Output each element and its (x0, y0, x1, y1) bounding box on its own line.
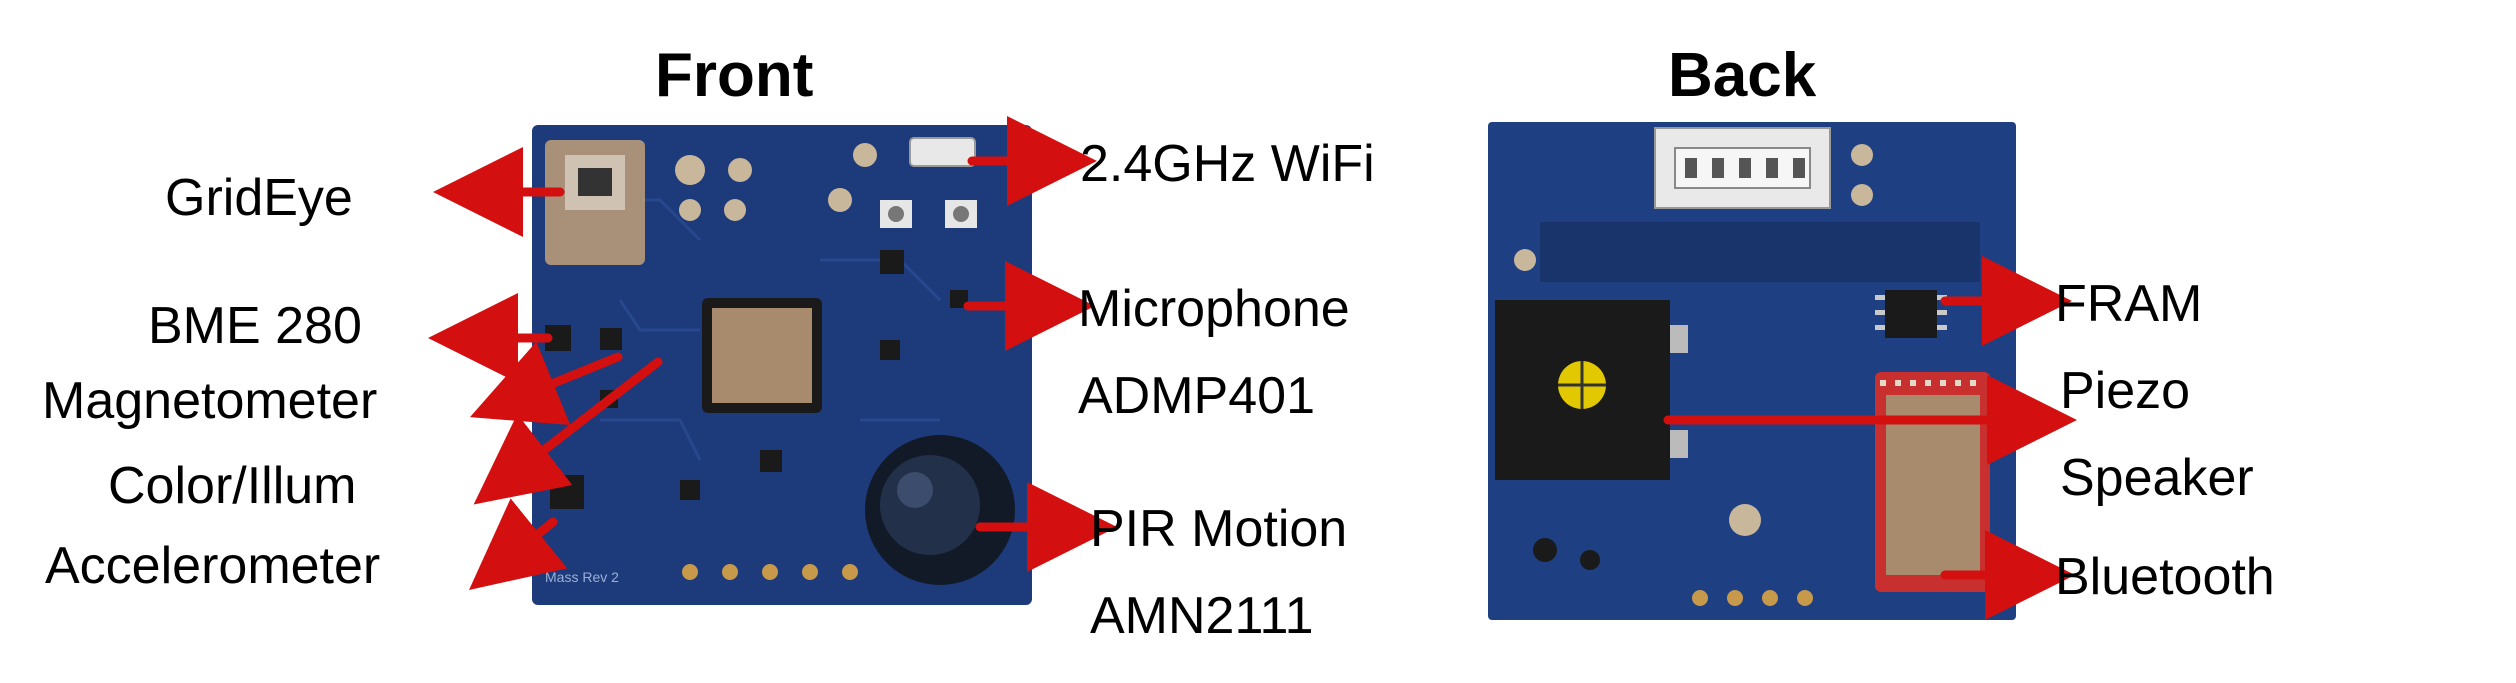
label-microphone: Microphone (1078, 280, 1350, 338)
label-magnetometer: Magnetometer (42, 372, 378, 430)
top-connector (1654, 127, 1831, 209)
label-grideye: GridEye (165, 169, 353, 227)
board-silkscreen: Mass Rev 2 (545, 569, 619, 585)
fram-chip (1875, 290, 1947, 338)
arrow-magnetometer (469, 341, 623, 425)
wifi-antenna-connector (909, 137, 976, 167)
label-color-illum: Color/Illum (108, 457, 357, 515)
label-wifi: 2.4GHz WiFi (1080, 135, 1375, 193)
back-title: Back (1668, 41, 1817, 110)
label-piezo: Piezo (2060, 362, 2191, 420)
piezo-speaker (1495, 300, 1688, 480)
bluetooth-module (1875, 372, 1990, 592)
front-title: Front (655, 41, 814, 110)
label-fram: FRAM (2055, 275, 2203, 333)
label-pir: PIR Motion (1090, 500, 1348, 558)
back-board (1488, 122, 2016, 620)
label-speaker: Speaker (2060, 449, 2254, 507)
arrow-accelerometer (469, 498, 568, 590)
arrow-color-illum (473, 357, 663, 505)
label-accelerometer: Accelerometer (45, 537, 381, 595)
label-bluetooth: Bluetooth (2055, 548, 2275, 606)
grideye-sensor (545, 140, 645, 265)
label-bme280: BME 280 (148, 297, 362, 355)
pir-sensor-lens (865, 435, 1015, 585)
label-pir-part: AMN2111 (1090, 587, 1314, 645)
front-board: Mass Rev 2 (532, 125, 1032, 605)
wifi-module (702, 298, 822, 413)
label-microphone-part: ADMP401 (1078, 367, 1315, 425)
push-buttons (880, 200, 977, 228)
